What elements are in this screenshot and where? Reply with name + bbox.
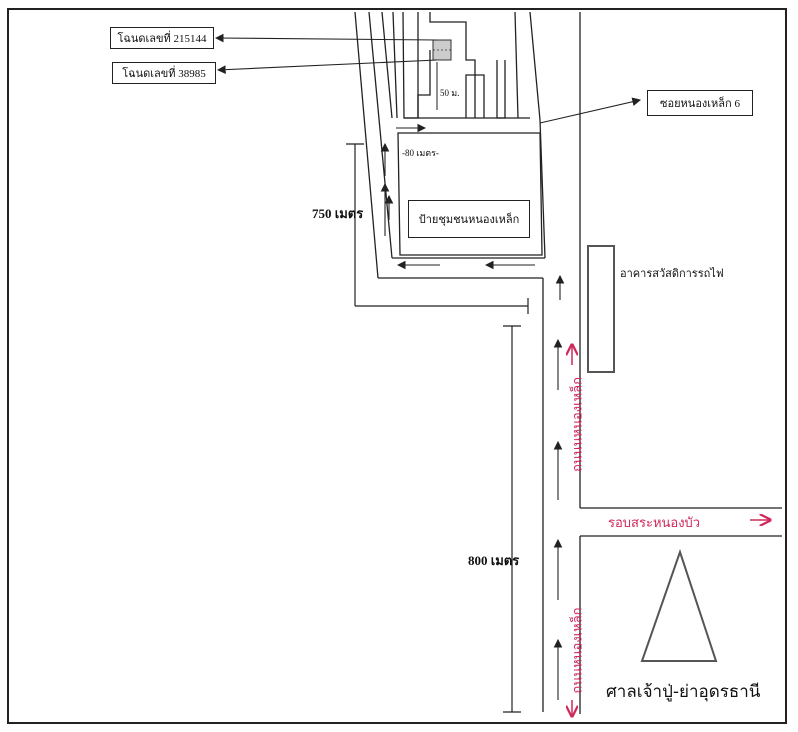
block-outline (397, 132, 543, 256)
road-name-upper: ถนนนหนองเหล็ก (570, 377, 586, 472)
deed-1-pointer (214, 33, 438, 43)
lot-outline (496, 60, 506, 119)
deed-215144-label: โฉนดเลขที่ 215144 (110, 27, 214, 49)
road-edge (381, 11, 393, 119)
road-edge (514, 11, 519, 119)
road-edge (368, 11, 393, 259)
main-road-edge (539, 119, 546, 259)
map-border (7, 8, 787, 724)
road-edge (354, 11, 379, 279)
distance-800m: 800 เมตร (468, 553, 520, 568)
distance-80m: -80 เมตร- (402, 148, 439, 158)
shrine-label: ศาลเจ้าปู่-ย่าอุดรธานี (606, 682, 761, 702)
road-edge (529, 11, 541, 121)
soi-label: ซอยหนองเหล็ก 6 (647, 90, 753, 116)
distance-50m: 50 ม. (440, 88, 460, 98)
road-edge (392, 11, 398, 119)
cross-road-name: รอบสระหนองบัว (608, 516, 701, 531)
lot-outline (417, 50, 431, 118)
deed-38985-label: โฉนดเลขที่ 38985 (112, 62, 216, 84)
railway-building-label: อาคารสวัสดิการรถไฟ (620, 268, 724, 280)
deed-2-pointer (216, 59, 438, 75)
lot-outline (429, 12, 476, 118)
distance-750m: 750 เมตร (312, 206, 364, 221)
road-name-lower: ถนนหนองเหล็ก (570, 607, 586, 694)
bus-sign-label: ป้ายชุมชนหนองเหล็ก (408, 200, 530, 238)
shrine-symbol (640, 548, 718, 662)
lot-outline (465, 74, 485, 118)
lot-outline (402, 11, 419, 119)
soi-pointer (539, 97, 642, 124)
railway-building (587, 245, 615, 373)
